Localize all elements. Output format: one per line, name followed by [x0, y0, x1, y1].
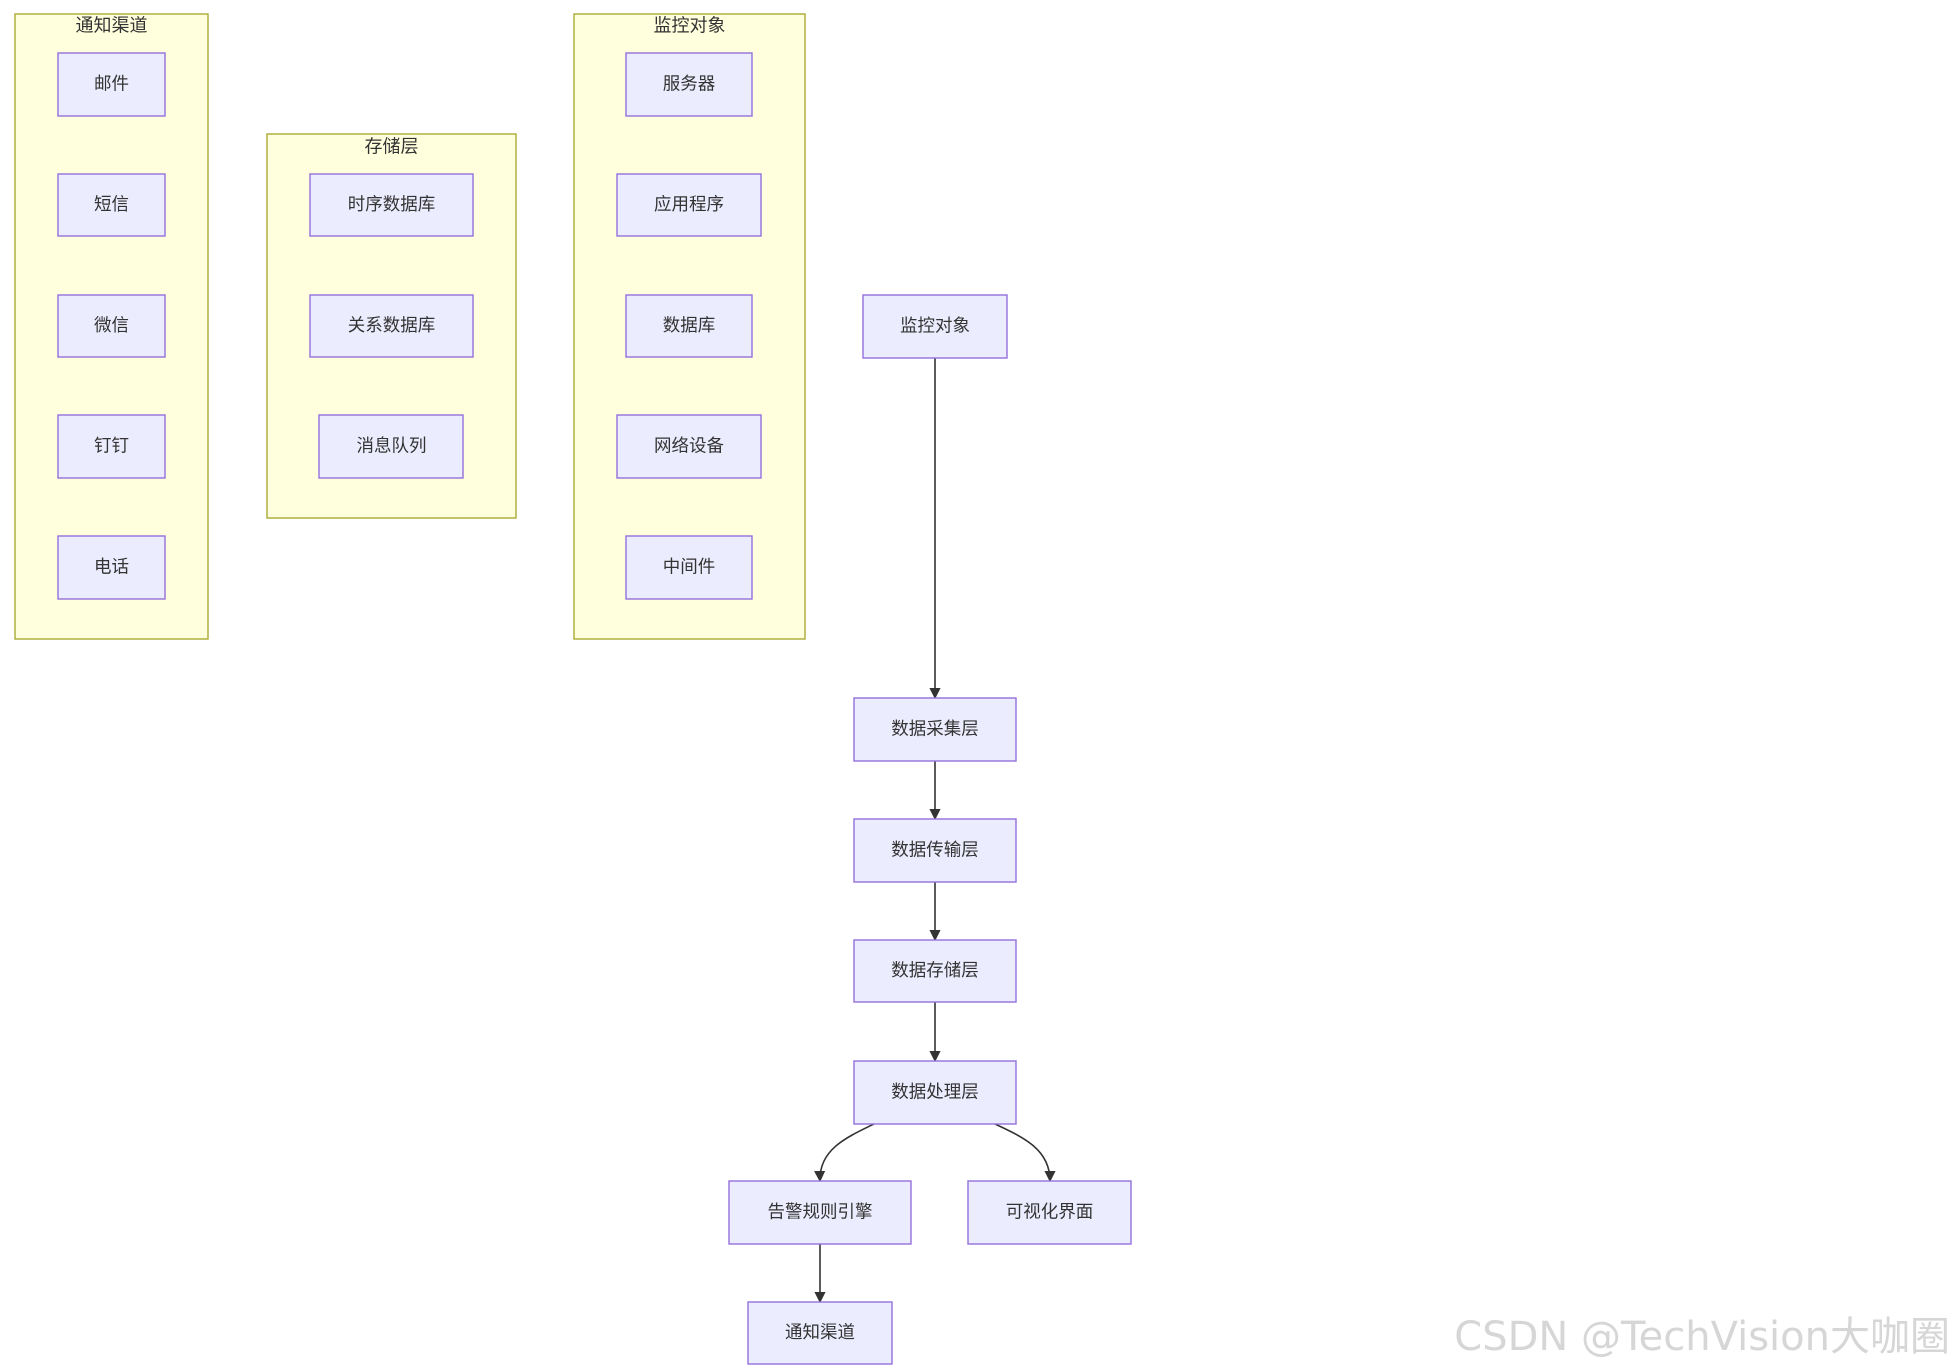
- node-database-label: 数据库: [663, 316, 716, 336]
- node-network-device-label: 网络设备: [654, 437, 724, 457]
- node-phone[interactable]: 电话: [57, 535, 166, 600]
- edges: [814, 358, 1056, 1304]
- node-relational-db-label: 关系数据库: [348, 316, 436, 336]
- node-visualization-ui[interactable]: 可视化界面: [967, 1180, 1132, 1245]
- cluster-storage-layer-title: 存储层: [365, 137, 419, 158]
- node-timeseries-db[interactable]: 时序数据库: [309, 173, 474, 237]
- node-data-processing-layer-label: 数据处理层: [891, 1083, 979, 1103]
- node-alert-rule-engine[interactable]: 告警规则引擎: [728, 1180, 912, 1245]
- node-server-label: 服务器: [663, 75, 716, 95]
- node-middleware-label: 中间件: [663, 558, 716, 578]
- node-middleware[interactable]: 中间件: [625, 535, 753, 600]
- edge-processing-to-visualization: [994, 1123, 1056, 1183]
- node-data-storage-layer-label: 数据存储层: [891, 961, 979, 981]
- cluster-notification-channels-title: 通知渠道: [76, 16, 148, 37]
- node-monitor-target-label: 监控对象: [900, 317, 970, 337]
- node-network-device[interactable]: 网络设备: [616, 414, 762, 479]
- node-message-queue-label: 消息队列: [357, 437, 427, 457]
- node-data-processing-layer[interactable]: 数据处理层: [853, 1060, 1017, 1125]
- node-alert-rule-engine-label: 告警规则引擎: [768, 1203, 873, 1223]
- watermark: CSDN @TechVision大咖圈: [1454, 1314, 1950, 1360]
- node-dingtalk-label: 钉钉: [94, 437, 129, 457]
- node-database[interactable]: 数据库: [625, 294, 753, 358]
- node-application-label: 应用程序: [654, 195, 724, 215]
- node-data-collection-layer[interactable]: 数据采集层: [853, 697, 1017, 762]
- node-data-transport-layer[interactable]: 数据传输层: [853, 818, 1017, 883]
- node-notification-channel-label: 通知渠道: [785, 1323, 855, 1343]
- node-server[interactable]: 服务器: [625, 52, 753, 117]
- node-data-storage-layer[interactable]: 数据存储层: [853, 939, 1017, 1003]
- node-dingtalk[interactable]: 钉钉: [57, 414, 166, 479]
- node-sms[interactable]: 短信: [57, 173, 166, 237]
- node-phone-label: 电话: [94, 558, 129, 578]
- cluster-monitored-objects-title: 监控对象: [654, 16, 726, 37]
- node-application[interactable]: 应用程序: [616, 173, 762, 237]
- node-message-queue[interactable]: 消息队列: [318, 414, 464, 479]
- cluster-monitored-objects: 监控对象 服务器 应用程序 数据库 网络设备 中间件: [573, 13, 806, 640]
- node-monitor-target[interactable]: 监控对象: [862, 294, 1008, 359]
- node-email-label: 邮件: [94, 75, 129, 95]
- node-timeseries-db-label: 时序数据库: [348, 195, 436, 215]
- node-data-transport-layer-label: 数据传输层: [891, 841, 979, 861]
- node-wechat[interactable]: 微信: [57, 294, 166, 358]
- node-email[interactable]: 邮件: [57, 52, 166, 117]
- node-sms-label: 短信: [94, 195, 129, 215]
- node-notification-channel[interactable]: 通知渠道: [747, 1301, 893, 1365]
- cluster-storage-layer: 存储层 时序数据库 关系数据库 消息队列: [266, 133, 517, 519]
- cluster-notification-channels: 通知渠道 邮件 短信 微信 钉钉 电话: [14, 13, 209, 640]
- edge-processing-to-alert-engine: [814, 1123, 875, 1183]
- node-relational-db[interactable]: 关系数据库: [309, 294, 474, 358]
- node-visualization-ui-label: 可视化界面: [1006, 1203, 1094, 1223]
- node-wechat-label: 微信: [94, 316, 129, 336]
- node-data-collection-layer-label: 数据采集层: [891, 720, 979, 740]
